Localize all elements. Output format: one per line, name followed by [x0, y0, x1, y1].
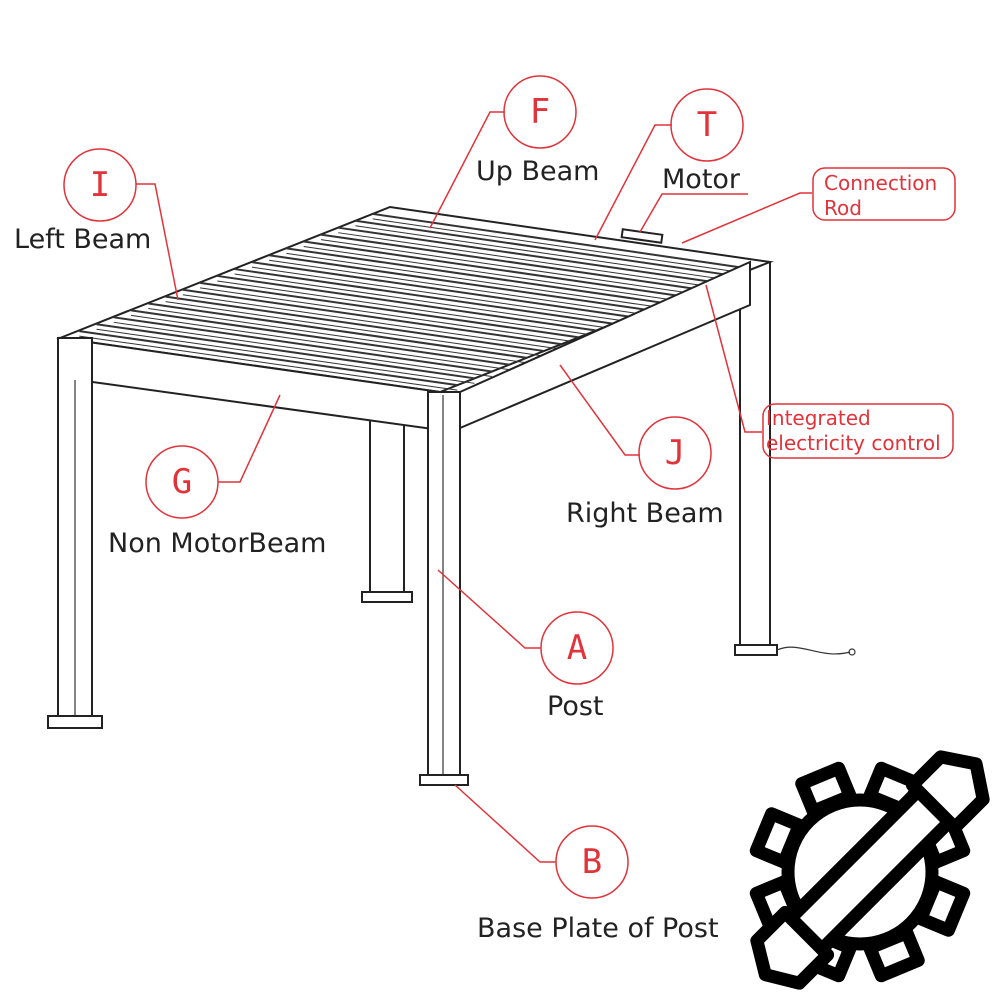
louver-blade — [372, 218, 751, 275]
louver-blade — [200, 287, 579, 343]
louver-blade — [269, 254, 648, 311]
motor — [620, 228, 664, 244]
callout-connection-rod: Connection Rod — [812, 167, 956, 221]
callout-letter: F — [530, 92, 550, 132]
louver-blade — [234, 268, 613, 325]
leader-lines — [136, 111, 812, 863]
callout-letter: G — [172, 462, 192, 502]
callout-letter: I — [90, 165, 110, 205]
callout-letter: A — [567, 628, 587, 668]
louver-blade — [182, 294, 561, 350]
louver-blade — [113, 316, 492, 373]
base-plate — [361, 591, 413, 603]
gear-wrench-icon — [749, 750, 990, 990]
callout-G: G Non MotorBeam — [108, 445, 326, 559]
callout-J: J Right Beam — [566, 416, 724, 529]
louver-blade — [96, 328, 475, 384]
callout-I: I Left Beam — [14, 148, 151, 255]
louver-blade — [148, 302, 527, 359]
label-up-beam: Up Beam — [476, 156, 599, 187]
louver-blade — [338, 232, 717, 289]
callout-A: A Post — [540, 611, 614, 722]
louver-blade — [303, 245, 682, 302]
callout-letter: T — [697, 105, 717, 145]
louver-blade — [79, 330, 458, 387]
integrated-text: electricity control — [766, 431, 941, 455]
label-post: Post — [547, 691, 604, 722]
louvers — [79, 212, 751, 391]
louver-blade — [199, 281, 579, 339]
base-plate — [734, 644, 778, 656]
louver-blade — [217, 280, 596, 336]
louver-blade — [320, 239, 700, 295]
louver-blade — [130, 314, 510, 371]
louver-blade — [96, 323, 475, 380]
louver-blade — [165, 301, 544, 357]
louver-blade — [234, 273, 613, 330]
callout-T: T Motor — [662, 88, 744, 195]
callout-F: F Up Beam — [476, 75, 599, 187]
front-corner-post — [427, 391, 461, 781]
louver-blade — [269, 259, 648, 316]
louver-blade — [130, 309, 510, 366]
louver-blade — [79, 335, 458, 391]
louver-blade — [217, 274, 596, 332]
integrated-text: Integrated — [766, 406, 871, 430]
back-left-post — [369, 414, 405, 601]
callout-letter: B — [582, 842, 602, 882]
callout-integrated-control: Integrated electricity control — [762, 403, 954, 459]
pergola-frame — [47, 205, 856, 786]
louver-blade — [165, 295, 544, 352]
louver-blade — [148, 308, 527, 364]
callout-letter: J — [665, 433, 685, 473]
label-right-beam: Right Beam — [566, 498, 724, 529]
label-non-motor-beam: Non MotorBeam — [108, 528, 326, 559]
louver-blade — [251, 266, 630, 323]
callout-B: B Base Plate of Post — [477, 825, 719, 944]
power-cable — [776, 646, 851, 655]
louver-blade — [286, 247, 665, 305]
louver-blade — [355, 219, 734, 277]
louver-blade — [355, 225, 734, 282]
label-left-beam: Left Beam — [14, 224, 151, 255]
base-plate — [419, 774, 469, 786]
connection-rod-text: Connection — [824, 171, 937, 195]
label-motor: Motor — [662, 164, 741, 195]
louver-blade — [251, 261, 631, 318]
connection-rod-text: Rod — [824, 196, 862, 220]
louver-blade — [320, 233, 700, 291]
label-base-plate: Base Plate of Post — [477, 913, 719, 944]
louver-blade — [303, 240, 682, 298]
back-right-post — [739, 261, 771, 651]
louver-blade — [286, 252, 665, 309]
louver-blade — [338, 226, 717, 284]
louver-blade — [182, 288, 561, 346]
base-plate — [47, 715, 103, 729]
louver-blade — [113, 321, 492, 377]
louver-blade — [372, 212, 751, 270]
